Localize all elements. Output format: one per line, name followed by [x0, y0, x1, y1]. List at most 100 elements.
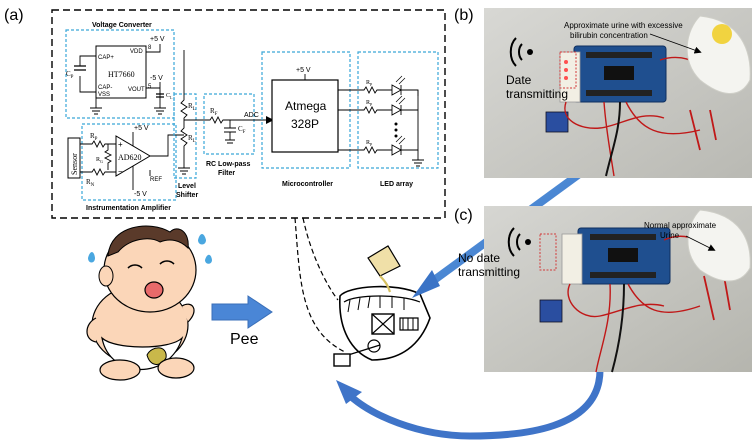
- rl1-label: RL: [188, 102, 196, 112]
- svg-text:RP: RP: [366, 100, 373, 107]
- cf-label: CF: [238, 125, 246, 135]
- pin-cap-plus: CAP+: [98, 55, 114, 61]
- plus5v-mcu: +5 V: [296, 67, 311, 74]
- instrumentation-amp-label: Instrumentation Amplifier: [86, 205, 171, 212]
- rc-filter-label-2: Filter: [218, 170, 235, 177]
- b-annotation-arrow: [649, 33, 702, 54]
- led-array-box: [357, 51, 439, 169]
- c-annotation-arrow: [685, 235, 716, 251]
- panel-label-c: (c): [454, 207, 473, 224]
- plus5v-converter: +5 V: [150, 36, 165, 43]
- c-status-line-2: transmitting: [458, 265, 520, 279]
- voltage-converter-label: Voltage Converter: [92, 22, 152, 29]
- ground-icon: [154, 107, 166, 115]
- instrumentation-amp-box: [81, 123, 177, 201]
- level-shifter-label-2: Shifter: [176, 192, 198, 199]
- rc-filter-label-1: RC Low-pass: [206, 161, 250, 168]
- svg-text:RP: RP: [366, 140, 373, 147]
- panel-label-a: (a): [4, 7, 24, 24]
- led-highlight-b: [559, 51, 577, 89]
- photo-b: Date transmitting Approximate urine with…: [484, 8, 752, 178]
- cl-label: CL: [166, 93, 173, 100]
- opamp-plus: +: [118, 140, 123, 149]
- ht7660-label: HT7660: [108, 70, 135, 79]
- pin-8: 8: [148, 45, 152, 51]
- sensor-box: [67, 137, 81, 179]
- circuit-outer-box: [51, 9, 446, 219]
- ground-icon: [90, 107, 102, 115]
- svg-text:RP: RP: [366, 80, 373, 87]
- level-shifter-label-1: Level: [178, 183, 196, 190]
- circuit-diagram: Voltage Converter HT7660 CAP+ CAP- VSS V…: [51, 9, 446, 219]
- minus5v-converter: -5 V: [150, 75, 163, 82]
- rl2-label: RL: [188, 134, 196, 144]
- pin-cap-minus: CAP-: [98, 85, 112, 91]
- microcontroller-label: Microcontroller: [282, 181, 333, 188]
- level-shifter-box: [173, 93, 197, 179]
- b-annotation-line-1: Approximate urine with excessive: [564, 21, 683, 30]
- opamp-minus: −: [118, 167, 123, 176]
- photo-c: No date transmitting Normal approximate …: [458, 206, 752, 373]
- led-row-2: RP: [338, 95, 418, 116]
- return-arrow-head: [336, 380, 362, 404]
- minus5v-amp: -5 V: [134, 191, 147, 198]
- leader-line-2: [302, 217, 339, 301]
- rn-label: RN: [86, 178, 95, 188]
- cp-label: CP: [66, 70, 74, 80]
- sensor-label: Sensor: [70, 153, 79, 175]
- pee-label: Pee: [230, 331, 259, 348]
- amp-wires: [132, 132, 184, 190]
- diaper-device: [333, 285, 431, 367]
- rp-label: RP: [90, 132, 98, 142]
- adc-label: ADC: [244, 112, 259, 119]
- converter-wires: [79, 44, 161, 108]
- ground-icon: [178, 167, 190, 175]
- rf-label: RF: [210, 107, 218, 117]
- mcu-name-2: 328P: [291, 117, 319, 131]
- ground-icon: [412, 159, 424, 167]
- rf-resistor: [184, 115, 262, 125]
- atmega-chip: [271, 79, 339, 153]
- rg-resistor: [103, 144, 113, 170]
- wifi-icon: [507, 227, 531, 257]
- led-ellipsis: [394, 122, 398, 138]
- urine-cup: [367, 245, 401, 293]
- ht7660-chip: [95, 45, 147, 99]
- b-annotation-line-2: bilirubin concentration: [570, 31, 648, 40]
- voltage-converter-box: [65, 29, 175, 119]
- pin-vout: VOUT: [128, 87, 145, 93]
- return-arrow: [343, 369, 604, 440]
- c-annotation-line-2: Urine: [660, 231, 680, 240]
- plus5v-amp: +5 V: [134, 125, 149, 132]
- panel-label-b: (b): [454, 7, 474, 24]
- level-shifter-resistors: [180, 50, 188, 168]
- led-highlight-c: [539, 233, 557, 271]
- pin-5: 5: [148, 84, 152, 90]
- b-status-line-2: transmitting: [506, 87, 568, 101]
- cf-capacitor: [224, 120, 236, 144]
- pin-vss: VSS: [98, 92, 110, 98]
- pin-vdd: VDD: [130, 49, 143, 55]
- rc-filter-box: [203, 93, 255, 155]
- c-status-line-1: No date: [458, 251, 500, 265]
- device-module: [333, 353, 351, 367]
- mcu-name-1: Atmega: [285, 99, 327, 113]
- rg-label: RG: [96, 157, 103, 164]
- c-annotation-line-1: Normal approximate: [644, 221, 717, 230]
- diaper-stain: [146, 347, 167, 365]
- ad620-label: AD620: [118, 153, 142, 162]
- ref-label: REF: [150, 177, 162, 183]
- leader-line-1: [294, 217, 346, 353]
- cp-capacitor: [74, 65, 86, 71]
- wifi-icon: [509, 37, 533, 67]
- pee-arrow: [211, 295, 273, 329]
- rn-resistor: [80, 167, 116, 177]
- b-status-line-1: Date: [506, 73, 532, 87]
- baby-illustration: [86, 225, 212, 381]
- diag-arrow-head: [412, 270, 440, 298]
- rp-resistor: [80, 139, 116, 149]
- led-array-label: LED array: [380, 181, 413, 188]
- cl-capacitor: [156, 93, 164, 98]
